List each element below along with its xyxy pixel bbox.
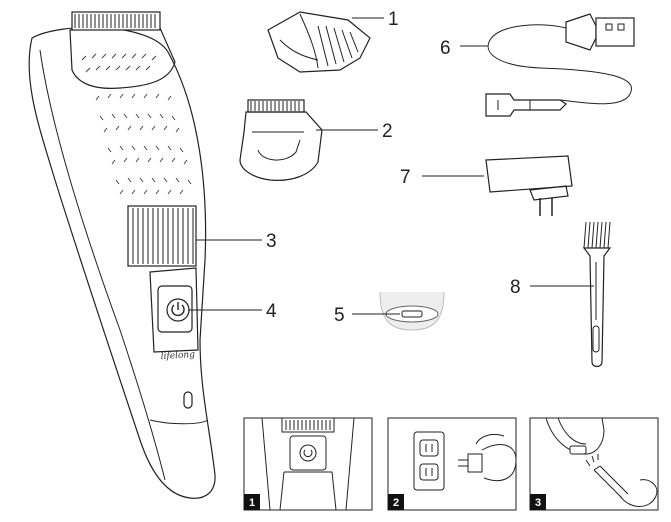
step-panel-2: 2 — [387, 417, 517, 511]
trimmer-body: lifelong — [28, 11, 216, 499]
callout-label-5: 5 — [334, 305, 345, 326]
charging-port — [379, 291, 445, 331]
callout-label-1: 1 — [388, 9, 399, 30]
step-label-1: 1 — [249, 497, 255, 509]
power-adapter — [485, 155, 573, 216]
power-icon — [171, 302, 185, 317]
callout-label-2: 2 — [382, 121, 393, 142]
trimmer-blade-teeth — [71, 11, 161, 31]
step-panel-1: 1 — [243, 417, 373, 511]
step-label-2: 2 — [393, 497, 399, 509]
brand-logo: lifelong — [160, 350, 195, 362]
callout-label-7: 7 — [400, 167, 411, 188]
cleaning-brush — [582, 221, 612, 368]
usb-charging-cable — [485, 13, 635, 117]
callout-label-6: 6 — [440, 38, 451, 59]
trimmer-blade-head — [239, 99, 323, 181]
length-adjust-dial[interactable] — [127, 205, 197, 267]
callout-label-4: 4 — [266, 301, 277, 322]
comb-attachment — [267, 11, 371, 73]
power-button[interactable] — [149, 267, 199, 353]
step-panel-3: 3 — [529, 417, 659, 511]
callout-label-8: 8 — [510, 277, 521, 298]
step-label-3: 3 — [535, 497, 541, 509]
charge-indicator — [183, 391, 193, 409]
grip-texture — [81, 53, 192, 195]
callout-label-3: 3 — [266, 231, 277, 252]
